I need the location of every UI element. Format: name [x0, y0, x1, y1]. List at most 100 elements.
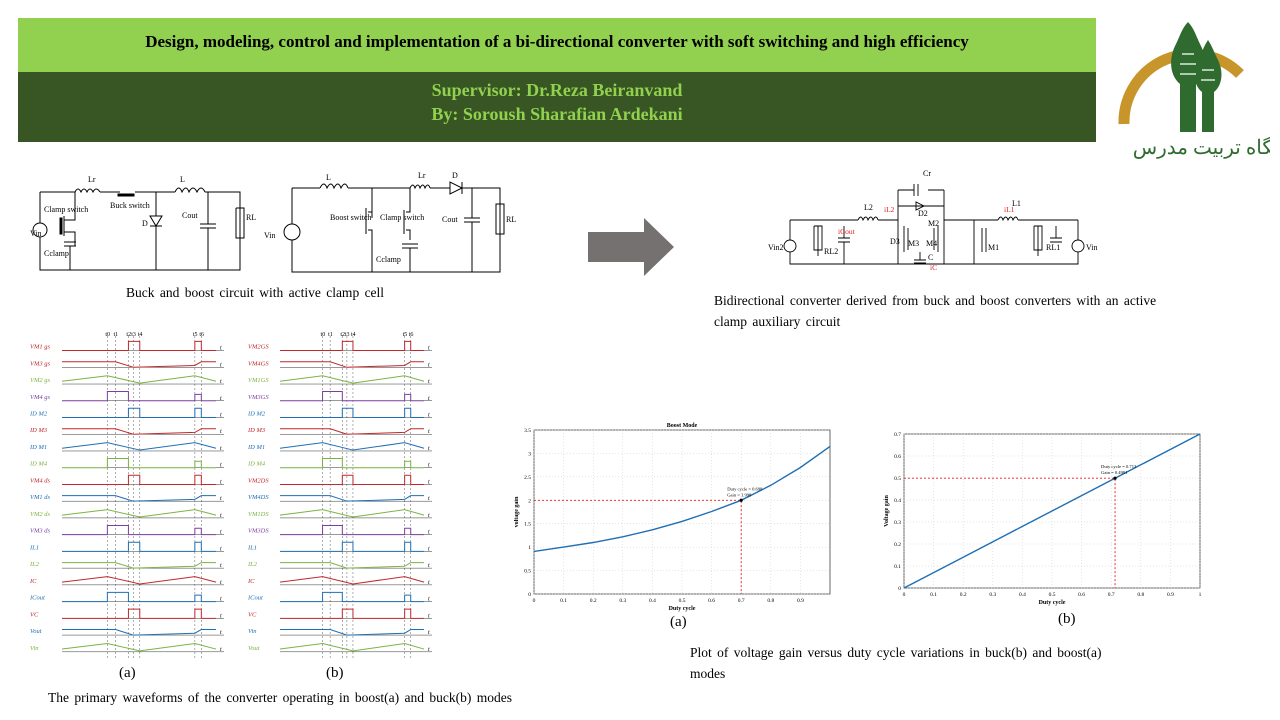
cclamp-label-right: Cclamp [376, 255, 401, 264]
waveform-time-axis: t [428, 513, 430, 519]
marker-guide-line [904, 477, 1116, 588]
waveform-trace [280, 524, 424, 536]
time-label: t2 [126, 332, 131, 338]
waveform-label: VM4GS [248, 360, 269, 367]
waveform-time-axis: t [220, 346, 222, 352]
x-axis-label: Duty cycle [669, 606, 696, 612]
university-logo: دانشگاه تربیت مدرس [1110, 14, 1280, 164]
waveform-trace [280, 458, 424, 469]
waveform-trace [279, 375, 425, 384]
waveform-trace [279, 442, 425, 451]
waveform-time-axis: t [428, 647, 430, 653]
y-tick-label: 0.3 [894, 520, 901, 526]
chart-title: Boost Mode [667, 423, 698, 429]
title-banner: Design, modeling, control and implementa… [18, 18, 1096, 72]
m3-label: M3 [908, 239, 919, 248]
waveform-time-axis: t [428, 613, 430, 619]
y-tick-label: 0.2 [894, 542, 901, 548]
waveform-time-axis: t [220, 530, 222, 536]
waveform-label: IC [247, 578, 255, 585]
waveform-label: VM1 ds [30, 494, 51, 501]
waveform-time-axis: t [428, 580, 430, 586]
waveform-label: ID M1 [247, 444, 265, 451]
x-tick-label: 1 [1199, 592, 1202, 598]
waveform-trace [280, 428, 424, 435]
y-tick-label: 1 [528, 545, 531, 551]
d-label-right: D [452, 171, 458, 180]
waveform-label: Vin [248, 628, 257, 635]
waveform-trace [279, 509, 425, 518]
waveforms-caption: The primary waveforms of the converter o… [48, 690, 512, 705]
x-tick-label: 0.8 [767, 598, 774, 604]
time-label: t3 [131, 332, 136, 338]
arrow-icon [588, 218, 678, 281]
boost-label: Boost switch [330, 213, 372, 222]
rl1-label: RL1 [1046, 243, 1060, 252]
waveform-label: ID M1 [29, 444, 47, 451]
waveform-label: ID M4 [29, 461, 48, 468]
x-tick-label: 0.1 [930, 592, 937, 598]
waveform-trace [62, 474, 216, 485]
time-label: t4 [138, 332, 143, 338]
waveform-time-axis: t [428, 429, 430, 435]
x-tick-label: 0.3 [619, 598, 626, 604]
lr-label-right: Lr [418, 171, 426, 180]
vin-label: Vin [30, 229, 42, 238]
l1-label: L1 [1012, 199, 1021, 208]
waveform-trace [62, 340, 216, 352]
time-label: t4 [351, 332, 356, 338]
boost-circuit [283, 181, 505, 273]
time-label: t5 [403, 332, 408, 338]
panel-label-a-chart: (a) [670, 614, 687, 630]
cout-label: Cout [182, 211, 198, 220]
il2-label: iL2 [884, 205, 895, 214]
waveform-time-axis: t [428, 379, 430, 385]
waveform-time-axis: t [220, 446, 222, 452]
vin1-label: Vin1 [1086, 243, 1098, 252]
time-label: t1 [328, 332, 333, 338]
icout-label: iCout [838, 227, 856, 236]
data-tip-label: Duty cycle = 0.698 [727, 486, 763, 491]
waveform-time-axis: t [220, 413, 222, 419]
waveform-label: ICout [29, 595, 45, 602]
x-tick-label: 0.3 [989, 592, 996, 598]
d2-label: D2 [918, 209, 928, 218]
supervisor-text: Supervisor: Dr.Reza Beiranvand [431, 80, 683, 100]
waveform-time-axis: t [428, 463, 430, 469]
y-tick-label: 0 [898, 586, 901, 592]
waveform-trace [61, 509, 217, 518]
waveform-trace [62, 629, 216, 636]
waveform-trace [280, 340, 424, 352]
waveform-time-axis: t [220, 597, 222, 603]
waveform-label: ICout [247, 595, 263, 602]
waveform-time-axis: t [428, 346, 430, 352]
y-tick-label: 0 [528, 592, 531, 598]
waveform-time-axis: t [428, 446, 430, 452]
x-tick-label: 0.7 [738, 598, 745, 604]
gain-curve [903, 433, 1201, 589]
y-tick-label: 2 [528, 498, 531, 504]
y-tick-label: 0.7 [894, 432, 901, 438]
waveform-time-axis: t [220, 546, 222, 552]
y-axis-label: Voltage gain [884, 495, 890, 527]
waveform-label: Vin [30, 645, 39, 652]
d3-label: D3 [890, 237, 900, 246]
waveform-label: ID M3 [247, 427, 266, 434]
author-text: By: Soroush Sharafian Ardekani [431, 104, 683, 124]
time-label: t6 [409, 332, 414, 338]
waveform-label: VM3 gs [30, 360, 51, 367]
y-tick-label: 0.4 [894, 498, 901, 504]
waveform-trace [279, 643, 425, 652]
waveform-label: ID M2 [29, 411, 48, 418]
waveform-label: ID M2 [247, 411, 266, 418]
waveform-time-axis: t [428, 479, 430, 485]
waveform-time-axis: t [220, 613, 222, 619]
x-tick-label: 0.2 [960, 592, 967, 598]
waveform-time-axis: t [428, 630, 430, 636]
waveform-time-axis: t [220, 479, 222, 485]
waveform-trace [280, 361, 424, 368]
waveform-label: VM3GS [248, 394, 269, 401]
